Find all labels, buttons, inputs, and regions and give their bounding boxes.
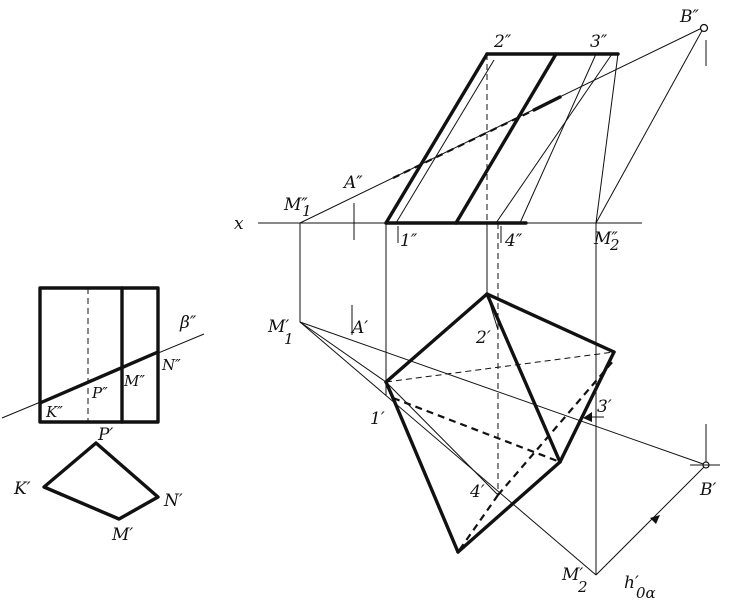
section-edge-c bbox=[391, 396, 460, 554]
label-4-frontal: 4″ bbox=[504, 231, 523, 251]
label-b-horizontal: B′ bbox=[699, 480, 716, 500]
base-edge-2-1 bbox=[384, 292, 489, 384]
label-m1-frontal: M″ bbox=[283, 195, 308, 215]
section-edge-e bbox=[384, 380, 395, 400]
label-m1-horizontal-sub: 1 bbox=[284, 330, 294, 348]
line-ab-hidden-frontal bbox=[392, 109, 535, 179]
main-frontal-projection bbox=[258, 23, 709, 243]
label-m2-frontal: M″ bbox=[593, 229, 618, 249]
label-m-horizontal-small: M′ bbox=[111, 525, 133, 545]
label-4-horizontal: 4′ bbox=[469, 482, 485, 502]
label-2-horizontal: 2′ bbox=[475, 328, 491, 348]
label-p-horizontal-small: P′ bbox=[97, 425, 113, 445]
prism-edge-section-right bbox=[519, 53, 597, 224]
label-n-horizontal-small: N′ bbox=[163, 491, 183, 511]
trace-h0a bbox=[595, 464, 707, 576]
label-1-horizontal: 1′ bbox=[370, 409, 385, 429]
label-beta: β″ bbox=[179, 313, 197, 333]
section-edge-d bbox=[456, 460, 562, 554]
section-edge-a bbox=[485, 292, 562, 464]
projectors bbox=[299, 223, 707, 575]
label-k-frontal-small: K″ bbox=[45, 403, 63, 421]
label-h0a: h′ bbox=[624, 573, 639, 593]
small-quadrilateral-horizontal bbox=[42, 441, 160, 521]
label-k-horizontal-small: K′ bbox=[13, 479, 31, 499]
prism-edge-right bbox=[595, 53, 619, 224]
label-1-frontal: 1″ bbox=[400, 231, 418, 251]
label-a-frontal: A″ bbox=[342, 173, 363, 193]
label-m1-horizontal: M′ bbox=[267, 317, 289, 337]
label-m2-horizontal-sub: 2 bbox=[577, 578, 588, 596]
label-h0a-sub: 0α bbox=[636, 584, 656, 601]
label-a-horizontal: A′ bbox=[350, 318, 368, 338]
label-2-frontal: 2″ bbox=[493, 32, 512, 52]
label-3-frontal: 3″ bbox=[590, 32, 608, 52]
section-edge-b bbox=[558, 350, 616, 464]
small-figure bbox=[1, 286, 205, 521]
trace-arrow bbox=[650, 515, 660, 524]
construction-inner bbox=[385, 381, 499, 496]
prism-edge-section-left bbox=[454, 52, 558, 225]
arrow-3-horizontal bbox=[583, 412, 592, 422]
label-n-frontal-small: N″ bbox=[161, 356, 181, 374]
point-b-frontal bbox=[699, 23, 709, 33]
beta-trace-thick bbox=[38, 350, 160, 405]
labels: x B″ 2″ 3″ A″ M″ 1 1″ 4″ M″ 2 M′ 1 A′ 2′… bbox=[13, 7, 716, 601]
small-rectangle-frontal bbox=[38, 286, 160, 424]
label-b-frontal: B″ bbox=[679, 7, 699, 27]
prism-edge-inner-right bbox=[495, 53, 613, 224]
line-m1-a bbox=[299, 321, 387, 383]
hidden-1-3 bbox=[385, 351, 615, 383]
prism-edge-left bbox=[384, 52, 489, 225]
label-m-frontal-small: M″ bbox=[123, 372, 145, 390]
hidden-1-4 bbox=[392, 396, 561, 464]
base-edge-2-3 bbox=[485, 292, 616, 354]
hidden-4-3 bbox=[497, 359, 615, 496]
prism-edge-inner-left bbox=[395, 59, 495, 224]
construction-2-4 bbox=[486, 293, 499, 331]
label-p-frontal-small: P″ bbox=[91, 384, 108, 402]
line-b-m2-frontal bbox=[595, 26, 705, 224]
label-m2-frontal-sub: 2 bbox=[609, 236, 620, 254]
line-ab-visible-frontal bbox=[532, 95, 562, 112]
label-3-horizontal: 3′ bbox=[597, 397, 612, 417]
line-m1-m2-horizontal bbox=[299, 321, 597, 576]
label-m2-horizontal: M′ bbox=[561, 565, 583, 585]
label-x-axis: x bbox=[234, 214, 244, 234]
label-m1-frontal-sub: 1 bbox=[302, 202, 312, 220]
line-m1-b-horizontal bbox=[299, 321, 707, 466]
main-horizontal-projection bbox=[299, 292, 720, 576]
